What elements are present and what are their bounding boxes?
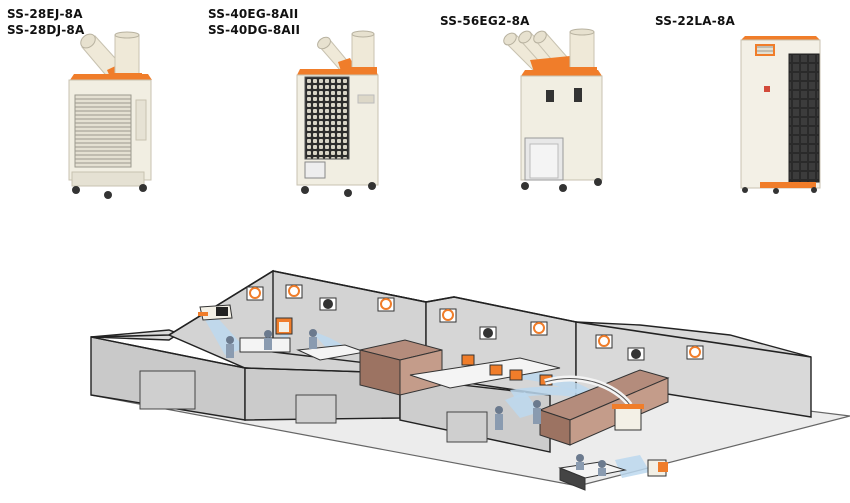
factory-floor-illustration bbox=[90, 269, 850, 491]
model-label-2: SS-40EG-8AII SS-40DG-8AII bbox=[208, 6, 300, 38]
fan-icon bbox=[479, 326, 497, 340]
model-label-1-line-1: SS-28EJ-8A bbox=[7, 7, 83, 21]
machine-block bbox=[359, 339, 443, 396]
worker-figure bbox=[576, 454, 584, 470]
fan-icon bbox=[595, 334, 613, 349]
fan-icon bbox=[285, 284, 303, 299]
model-label-4: SS-22LA-8A bbox=[655, 13, 735, 29]
fan-icon bbox=[377, 297, 395, 312]
model-label-3-line-1: SS-56EG2-8A bbox=[440, 14, 530, 28]
cooler-unit-1 bbox=[68, 31, 152, 199]
worker-figure bbox=[226, 336, 234, 358]
spot-cooler bbox=[647, 459, 668, 477]
model-label-1: SS-28EJ-8A SS-28DJ-8A bbox=[7, 6, 84, 38]
worker-figure bbox=[598, 460, 606, 476]
fan-icon bbox=[686, 345, 704, 360]
fan-icon bbox=[319, 297, 337, 311]
fan-icon bbox=[439, 308, 457, 323]
fan-icon bbox=[246, 286, 264, 301]
fan-icon bbox=[627, 347, 645, 361]
wall-cooler bbox=[198, 304, 233, 321]
worker-figure bbox=[533, 400, 541, 424]
model-label-2-line-2: SS-40DG-8AII bbox=[208, 23, 301, 37]
model-label-3: SS-56EG2-8A bbox=[440, 13, 530, 29]
model-label-1-line-2: SS-28DJ-8A bbox=[7, 23, 85, 37]
cooler-unit-3 bbox=[503, 28, 603, 192]
spot-cooler bbox=[612, 404, 644, 431]
cooler-unit-4 bbox=[740, 36, 821, 194]
worker-figure bbox=[309, 329, 317, 349]
cooler-unit-2 bbox=[296, 30, 379, 197]
fan-icon bbox=[530, 321, 548, 336]
model-label-4-line-1: SS-22LA-8A bbox=[655, 14, 735, 28]
model-label-2-line-1: SS-40EG-8AII bbox=[208, 7, 299, 21]
worker-figure bbox=[264, 330, 272, 350]
worker-figure bbox=[495, 406, 503, 430]
